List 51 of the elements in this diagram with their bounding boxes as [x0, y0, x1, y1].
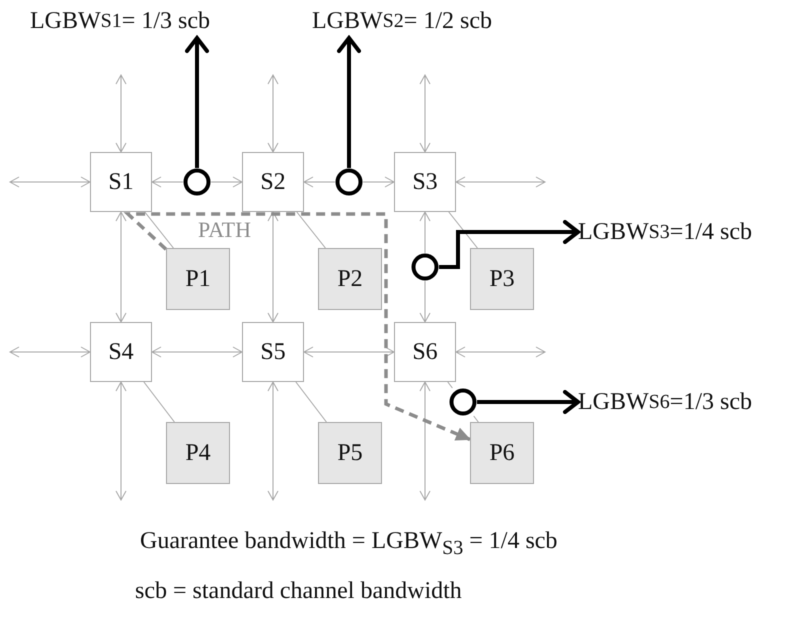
stub-arrow — [10, 176, 90, 188]
arrow — [152, 176, 184, 188]
note-text: Guarantee bandwidth = LGBW$_{S3}$ = 1/4 scb — [140, 528, 558, 560]
stub-arrow — [268, 382, 278, 500]
link-line — [144, 212, 174, 248]
switch-box: S3 — [394, 152, 456, 212]
stub-arrow — [268, 74, 278, 152]
link-line — [447, 382, 453, 388]
marker-circle — [183, 168, 211, 196]
arrow — [362, 176, 394, 188]
switch-box: S1 — [90, 152, 152, 212]
stub-arrow — [456, 176, 546, 188]
stub-arrow — [456, 346, 546, 358]
stub-arrow — [10, 346, 90, 358]
bold-arrow — [477, 390, 580, 414]
link-line — [296, 212, 326, 248]
stub-arrow — [420, 74, 430, 152]
switch-box: S4 — [90, 322, 152, 382]
stub-arrow — [116, 74, 126, 152]
link-line — [143, 382, 175, 422]
processor-box: P6 — [470, 422, 534, 484]
bidirectional-arrow — [152, 346, 242, 358]
marker-circle — [411, 253, 439, 281]
processor-box: P4 — [166, 422, 230, 484]
switch-box: S2 — [242, 152, 304, 212]
link-line — [295, 382, 327, 422]
bold-arrow — [439, 220, 580, 269]
arrow — [420, 212, 430, 254]
arrow — [210, 176, 242, 188]
note-text: scb = standard channel bandwidth — [135, 578, 462, 605]
bidirectional-arrow — [116, 212, 126, 322]
bold-arrow — [185, 36, 209, 168]
arrow — [304, 176, 336, 188]
edge-label: PATH — [198, 217, 251, 243]
bidirectional-arrow — [268, 212, 278, 322]
marker-circle — [449, 388, 477, 416]
bold-arrow — [337, 36, 361, 168]
switch-box: S5 — [242, 322, 304, 382]
processor-box: P3 — [470, 248, 534, 310]
processor-box: P2 — [318, 248, 382, 310]
stub-arrow — [116, 382, 126, 500]
processor-box: P5 — [318, 422, 382, 484]
marker-circle — [335, 168, 363, 196]
link-line — [473, 416, 479, 422]
switch-box: S6 — [394, 322, 456, 382]
dashed-path-arrow — [124, 212, 471, 442]
link-line — [448, 212, 478, 248]
processor-box: P1 — [166, 248, 230, 310]
arrow — [420, 280, 430, 322]
bidirectional-arrow — [304, 346, 394, 358]
stub-arrow — [420, 382, 430, 500]
